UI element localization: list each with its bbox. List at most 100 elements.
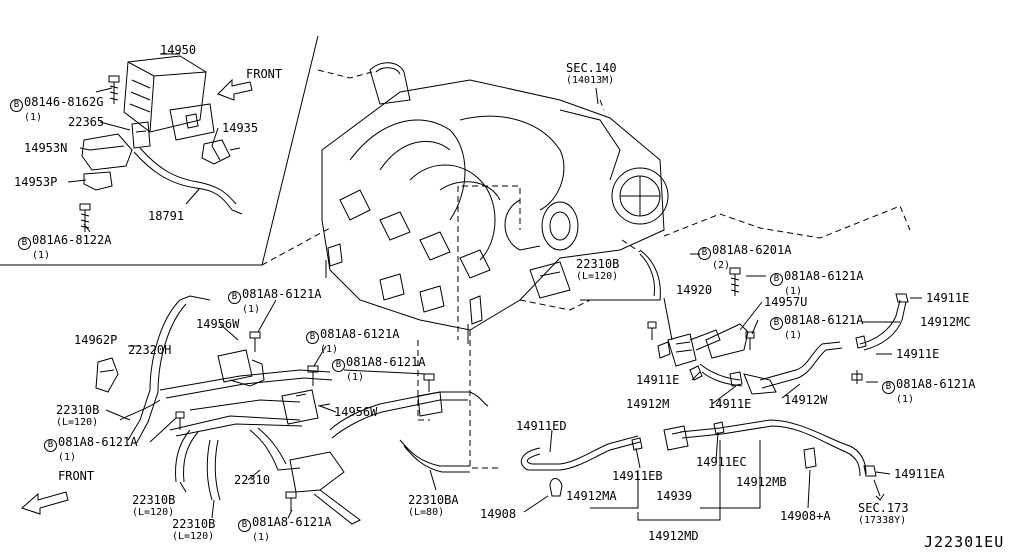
label-14912M: 14912M: [626, 397, 670, 411]
arrow-sec173: [873, 479, 885, 501]
hose-14912MC: [859, 299, 907, 351]
hose-22310B-left: [119, 295, 211, 421]
label-14911E-2: 14911E: [896, 347, 940, 361]
bolt-right-1: [729, 267, 741, 296]
label-14953P: 14953P: [14, 175, 58, 189]
label-18791: 18791: [148, 209, 185, 223]
pipe-assembly: [159, 369, 333, 437]
label-14953N: 14953N: [24, 141, 68, 155]
label-14957U: 14957U: [764, 295, 808, 309]
clamp-14911E-a: [895, 293, 909, 303]
hose-lower-main: [679, 419, 867, 477]
leader-14912MD: [637, 440, 721, 521]
hose-14911ED-section: [520, 435, 641, 471]
label-14956W-2: 14956W: [334, 405, 378, 419]
solenoid-14956W-a: [217, 349, 265, 387]
hose-22310: [249, 427, 301, 471]
clamp-14911EA: [863, 465, 877, 477]
bolt-right-4: [851, 370, 863, 384]
intake-manifold: [321, 62, 669, 344]
label-14911E-1: 14911E: [926, 291, 970, 305]
valve-14935: [201, 139, 241, 165]
leader-14912MB: [700, 440, 761, 509]
label-14956W-1: 14956W: [196, 317, 240, 331]
clamp-14911E-d: [689, 365, 703, 381]
label-14920: 14920: [676, 283, 713, 297]
label-14962P: 14962P: [74, 333, 118, 347]
label-14935: 14935: [222, 121, 259, 135]
bracket-lower: [289, 451, 361, 525]
clip-14908: [549, 478, 563, 497]
valve-14939: [663, 425, 689, 451]
hose-22310BA: [399, 439, 470, 473]
label-14911ED: 14911ED: [516, 419, 567, 433]
bolt-left-4: [175, 411, 185, 430]
label-14950: 14950: [160, 43, 197, 57]
bolt-right-2: [647, 321, 657, 340]
diagram-id: J22301EU: [924, 533, 1005, 551]
hose-18791: [133, 147, 243, 215]
label-sec173: SEC.173 (17338Y): [858, 501, 909, 527]
hose-22310B-top: [580, 249, 661, 301]
bolt-left-1: [249, 331, 261, 352]
label-14908A: 14908+A: [780, 509, 831, 523]
label-14912MC: 14912MC: [920, 315, 971, 329]
clamp-14911E-b: [855, 335, 867, 349]
front-arrow-2: [21, 491, 69, 515]
leader-lines: [67, 53, 922, 519]
valve-22365: [131, 121, 151, 149]
label-22310B-top: 22310B (L=120): [576, 257, 620, 283]
label-22310BA: 22310BA (L=80): [408, 493, 459, 519]
label-14911EC: 14911EC: [696, 455, 747, 469]
label-14911E-3: 14911E: [636, 373, 680, 387]
dashed-leaders: [261, 69, 911, 469]
bracket-14962P: [95, 357, 119, 393]
front-arrow-1: [217, 78, 253, 101]
label-22310B-a: 22310B (L=120): [132, 493, 176, 519]
label-14908: 14908: [480, 507, 517, 521]
bracket-14953N: [81, 133, 133, 171]
hose-22310B-b: [206, 439, 221, 501]
clip-14908A: [803, 447, 817, 469]
label-14911E-4: 14911E: [708, 397, 752, 411]
connector-right: [743, 373, 777, 395]
label-front-bottom: FRONT: [58, 469, 95, 483]
label-22310B-b: 22310B (L=120): [172, 517, 216, 543]
bolt-right-3: [745, 331, 755, 350]
clamp-14911E-c: [729, 371, 743, 387]
leader-14912MA: [590, 470, 639, 509]
bracket-14957U: [705, 323, 749, 359]
clamp-14911EC: [713, 421, 725, 435]
label-14912MB: 14912MB: [736, 475, 787, 489]
label-sec140: SEC.140 (14013M): [566, 61, 617, 87]
solenoid-14920: [657, 329, 721, 367]
label-14911EA: 14911EA: [894, 467, 945, 481]
clamp-14911EB: [631, 437, 643, 451]
label-14912MA: 14912MA: [566, 489, 617, 503]
canister-14950: [123, 55, 215, 141]
hose-22320H: [127, 299, 187, 445]
bolt-left-2: [307, 365, 319, 386]
bolt-left-5: [285, 491, 297, 512]
label-14912MD: 14912MD: [648, 529, 699, 543]
label-22310: 22310: [234, 473, 271, 487]
hose-14912M: [699, 363, 743, 387]
bolt-08146: [108, 75, 120, 104]
label-22310B-left: 22310B (L=120): [56, 403, 100, 429]
label-14911EB: 14911EB: [612, 469, 663, 483]
label-22320H: 22320H: [128, 343, 172, 357]
solenoid-14956W-b: [281, 389, 331, 425]
label-14912W: 14912W: [784, 393, 828, 407]
